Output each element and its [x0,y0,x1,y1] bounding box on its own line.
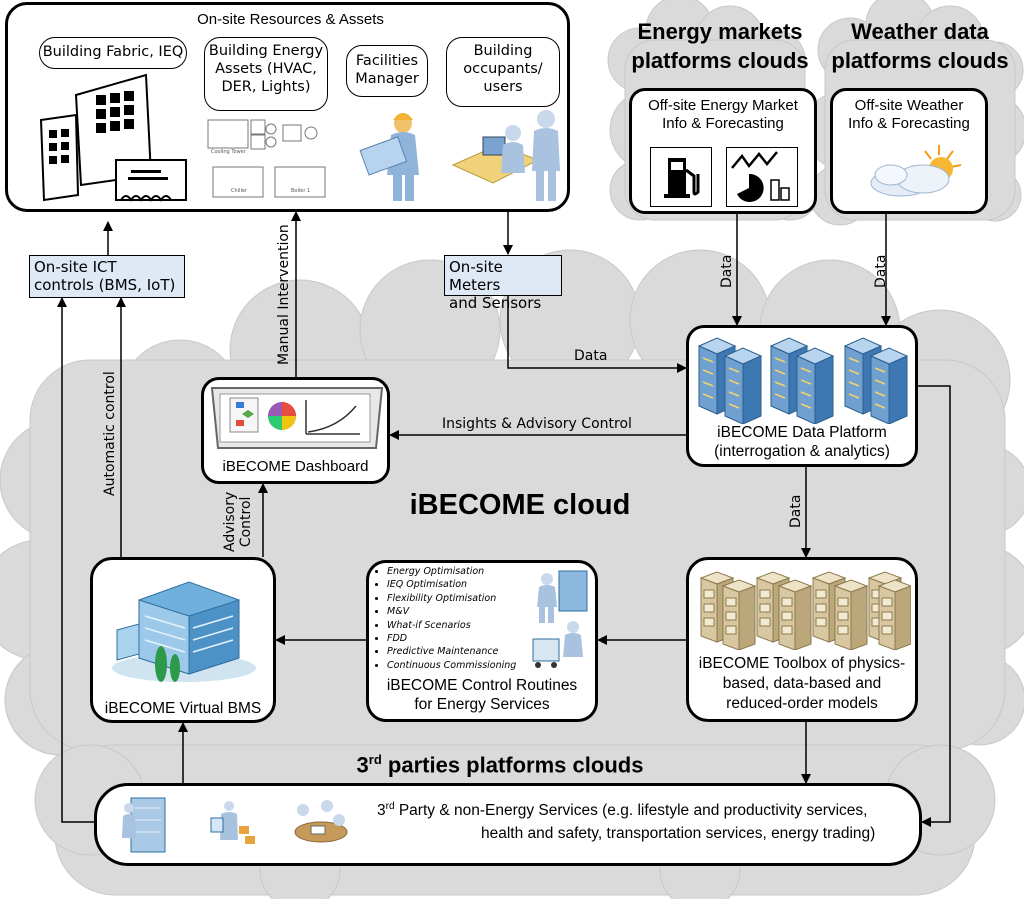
card-facilities-manager-label: Facilities Manager [355,53,419,88]
server-racks-icon [697,337,908,424]
toolbox-box: iBECOME Toolbox of physics- based, data-… [686,557,918,722]
services-list: Energy Optimisation IEQ Optimisation Fle… [375,565,516,672]
flow-label-meters-data: Data [574,348,608,364]
weather-text: Off-site Weather Info & Forecasting [833,97,985,133]
flow-label-insights: Insights & Advisory Control [442,416,632,432]
card-facilities-manager: Facilities Manager [346,45,428,97]
weather-box: Off-site Weather Info & Forecasting [830,88,988,214]
card-occupants: Building occupants/ users [446,37,560,107]
flow-label-advisory-line2: Control [238,496,255,548]
building-illustration [39,73,187,202]
third-party-prefix: 3 [377,802,386,820]
third-party-line2: health and safety, transportation servic… [481,824,876,842]
virtual-bms-box: iBECOME Virtual BMS [90,557,276,723]
flow-label-weather-data: Data [873,254,889,288]
dashboard-box: iBECOME Dashboard [201,377,390,484]
third-party-figures-icon [122,797,348,853]
flow-label-toolbox-data: Data [788,494,804,528]
energy-cloud-title-line2: platforms clouds [631,47,809,73]
toolbox-line3: reduced-order models [726,695,878,713]
operator-figures-icon [532,570,588,668]
data-platform-line1: iBECOME Data Platform [717,424,887,441]
energy-market-line2: Info & Forecasting [662,115,784,132]
service-energy-optimisation: Energy Optimisation [387,565,516,578]
toolbox-servers-icon [699,571,911,650]
card-building-fabric-label: Building Fabric, IEQ [42,44,184,60]
energy-cloud-title: Energy markets platforms clouds [620,18,820,75]
virtual-building-icon [112,581,256,682]
weather-cloud-title-line2: platforms clouds [831,47,1009,73]
third-parties-prefix: 3 [356,752,369,778]
onsite-meters-box: On-site Meters and Sensors [444,255,562,312]
service-flexibility-optimisation: Flexibility Optimisation [387,592,516,605]
service-ieq-optimisation: IEQ Optimisation [387,578,516,591]
weather-line2: Info & Forecasting [848,115,970,132]
occupants-figure [451,110,560,201]
onsite-ict-line1: On-site ICT [34,258,117,276]
onsite-title: On-site Resources & Assets [197,11,384,28]
onsite-ict-line2: controls (BMS, IoT) [34,276,176,294]
third-party-box: 3rd Party & non-Energy Services (e.g. li… [94,783,922,866]
dashboard-monitor-icon [210,387,384,449]
card-building-fabric: Building Fabric, IEQ [39,37,187,69]
control-routines-line2: for Energy Services [414,695,550,713]
sun-cloud-icon [870,145,962,197]
boiler-label: Boiler 1 [291,188,310,194]
onsite-meters-line1: On-site Meters [449,258,503,294]
service-mv: M&V [387,605,516,618]
service-what-if: What-if Scenarios [387,619,516,632]
weather-line1: Off-site Weather [854,97,964,114]
third-party-line1: 3rd Party & non-Energy Services (e.g. li… [377,800,917,823]
control-routines-text: iBECOME Control Routines for Energy Serv… [369,677,595,714]
data-platform-text: iBECOME Data Platform (interrogation & a… [689,424,915,461]
market-chart-icon [726,147,798,207]
card-occupants-label: Building occupants/ users [463,43,543,96]
data-platform-line2: (interrogation & analytics) [714,442,890,460]
third-party-text: 3rd Party & non-Energy Services (e.g. li… [377,800,917,845]
energy-market-box: Off-site Energy Market Info & Forecastin… [629,88,817,214]
weather-cloud-title: Weather data platforms clouds [820,18,1020,75]
card-energy-assets-label: Building Energy Assets (HVAC, DER, Light… [208,43,324,96]
third-parties-sup: rd [368,752,382,767]
control-routines-box: Energy Optimisation IEQ Optimisation Fle… [366,560,598,722]
flow-label-energy-data: Data [719,254,735,288]
toolbox-line1: iBECOME Toolbox of physics- [698,655,906,672]
service-fdd: FDD [387,632,516,645]
energy-market-line1: Off-site Energy Market [648,97,798,114]
energy-market-text: Off-site Energy Market Info & Forecastin… [632,97,814,133]
chiller-label: Chiller [231,188,248,194]
virtual-bms-label: iBECOME Virtual BMS [104,700,262,717]
third-party-sup: rd [385,801,395,812]
service-continuous-commissioning: Continuous Commissioning [387,659,516,672]
data-platform-box: iBECOME Data Platform (interrogation & a… [686,325,918,467]
toolbox-text: iBECOME Toolbox of physics- based, data-… [689,654,915,714]
card-energy-assets: Building Energy Assets (HVAC, DER, Light… [204,37,328,111]
weather-cloud-title-line1: Weather data [851,19,989,44]
control-routines-line1: iBECOME Control Routines [386,677,578,694]
onsite-resources-box: On-site Resources & Assets Building Fabr… [5,2,570,212]
third-party-line1-rest: Party & non-Energy Services (e.g. lifest… [394,802,868,820]
ibecome-cloud-title: iBECOME cloud [409,489,631,521]
equipment-illustration: Cooling Tower Chiller Boiler 1 [207,119,326,198]
facilities-manager-figure [359,113,419,201]
third-parties-rest: parties platforms clouds [387,752,644,778]
onsite-meters-line2: and Sensors [449,294,542,312]
onsite-ict-box: On-site ICT controls (BMS, IoT) [29,255,185,298]
flow-label-advisory: Advisory Control [222,492,254,552]
flow-label-manual-intervention: Manual Intervention [276,224,292,365]
service-predictive-maintenance: Predictive Maintenance [387,645,516,658]
energy-cloud-title-line1: Energy markets [637,19,803,44]
cooling-tower-label: Cooling Tower [211,149,247,155]
toolbox-line2: based, data-based and [722,675,882,693]
fuel-pump-icon [650,147,712,207]
connectors [57,211,951,827]
third-parties-cloud-title: 3rd parties platforms clouds [330,752,670,779]
flow-label-advisory-line1: Advisory [222,491,238,552]
dashboard-label: iBECOME Dashboard [222,458,369,475]
flow-label-automatic-control: Automatic control [102,371,118,496]
